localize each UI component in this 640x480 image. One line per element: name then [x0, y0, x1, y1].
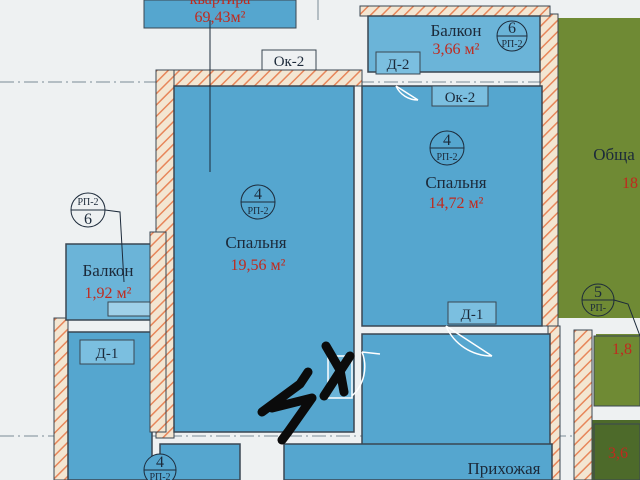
tag-door-d2: Д-2 — [375, 51, 421, 75]
green-room — [556, 18, 640, 318]
bedroom-left-name: Спальня — [225, 233, 286, 252]
svg-text:Д-1: Д-1 — [461, 307, 484, 323]
balcony-left-name: Балкон — [83, 261, 134, 280]
balcony-top-area: 3,66 м² — [433, 41, 480, 58]
balcony-top-name: Балкон — [431, 21, 482, 40]
right-area-1: 1,8 — [612, 341, 632, 358]
green-room-area: 18 — [622, 175, 638, 192]
apartment-area: 69,43м² — [195, 9, 246, 26]
mark-balcony-top: 6 РП-2 — [496, 20, 528, 52]
svg-text:6: 6 — [508, 20, 516, 37]
bathroom-right — [593, 335, 640, 407]
apartment-label: квартира — [190, 0, 251, 8]
balcony-left-area: 1,92 м² — [85, 285, 132, 302]
svg-text:Ок-2: Ок-2 — [274, 54, 305, 70]
svg-text:РП-2: РП-2 — [501, 39, 522, 50]
apartment-box — [143, 0, 297, 29]
svg-text:6: 6 — [84, 211, 92, 228]
svg-text:Ок-2: Ок-2 — [445, 90, 476, 106]
bedroom-left — [173, 85, 355, 433]
svg-text:РП-2: РП-2 — [149, 472, 170, 480]
tag-window-top-right: Ок-2 — [431, 85, 489, 107]
hallway — [283, 443, 553, 480]
tag-door-d1: Д-1 — [447, 301, 497, 325]
bedroom-right-area: 14,72 м² — [429, 195, 484, 212]
tag-door-left: Д-1 — [79, 339, 135, 365]
hallway-name: Прихожая — [468, 459, 541, 478]
mark-balcony-left: РП-2 6 — [70, 192, 125, 283]
svg-text:5: 5 — [594, 284, 602, 301]
tag-window-top-left: Ок-2 — [261, 49, 317, 71]
svg-text:РП-2: РП-2 — [77, 197, 98, 208]
svg-text:4: 4 — [156, 454, 164, 471]
svg-text:4: 4 — [443, 132, 451, 149]
mark-bottom-left: 4 РП-2 — [143, 453, 177, 480]
mark-bedroom-right: 4 РП-2 — [429, 130, 465, 166]
bedroom-right-name: Спальня — [425, 173, 486, 192]
right-area-2: 3,6 — [608, 445, 628, 462]
walls — [53, 5, 593, 480]
svg-text:Д-1: Д-1 — [96, 346, 119, 362]
handwritten-scribble — [257, 341, 355, 445]
svg-text:Д-2: Д-2 — [387, 57, 410, 73]
svg-text:РП-2: РП-2 — [436, 152, 457, 163]
svg-text:РП-: РП- — [590, 303, 606, 314]
bedroom-left-area: 19,56 м² — [231, 257, 286, 274]
svg-text:РП-2: РП-2 — [247, 206, 268, 217]
mark-bedroom-left: 4 РП-2 — [240, 184, 276, 220]
svg-text:4: 4 — [254, 186, 262, 203]
green-room-name: Обща — [593, 145, 635, 164]
mark-right-side: 5 РП- — [581, 283, 640, 337]
bedroom-right — [361, 85, 543, 327]
